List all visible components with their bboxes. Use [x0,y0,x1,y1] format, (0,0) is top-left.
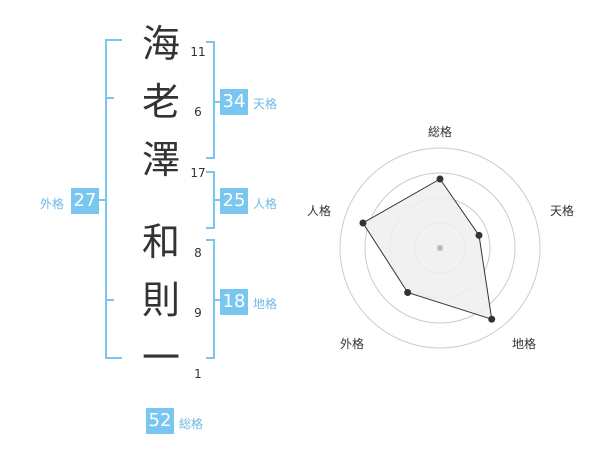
jinkaku-label: 人格 [253,197,278,211]
name-char-6: 一 [141,336,180,380]
soukaku-score: 52 [146,408,174,434]
radar-grid-ring [364,172,516,324]
radar-axis-label-5: 人格 [306,204,331,218]
stroke-count-5: 9 [194,306,202,320]
radar-point-5 [359,219,367,227]
tenkaku-score: 34 [220,89,248,115]
chikaku-score: 18 [220,289,248,315]
name-char-5: 則 [141,278,180,322]
radar-axis-label-2: 天格 [549,204,574,218]
stroke-count-4: 8 [194,246,202,260]
radar-series-polygon [362,178,493,320]
jinkaku-score: 25 [220,188,248,214]
stroke-count-2: 6 [194,105,202,119]
radar-point-2 [475,231,483,239]
tenkaku-label: 天格 [253,97,278,111]
radar-axis-label-4: 外格 [339,337,364,351]
gaikaku-score: 27 [71,188,99,214]
name-char-1: 海 [141,22,180,66]
stroke-count-6: 1 [194,367,202,381]
radar-grid-ring [339,147,541,349]
name-char-4: 和 [141,220,180,264]
soukaku-label: 総格 [179,417,204,431]
radar-center-dot [437,245,443,251]
radar-axis-label-3: 地格 [511,337,536,351]
name-char-3: 澤 [141,138,180,182]
radar-axis-label-1: 総格 [427,125,452,139]
name-char-2: 老 [141,80,180,124]
stroke-count-1: 11 [190,45,206,59]
stroke-count-3: 17 [190,166,206,180]
radar-point-4 [404,288,412,296]
gaikaku-label: 外格 [40,197,65,211]
radar-point-1 [436,175,444,183]
chikaku-label: 地格 [253,297,278,311]
radar-point-3 [488,315,496,323]
tenkaku-bracket [206,41,215,159]
